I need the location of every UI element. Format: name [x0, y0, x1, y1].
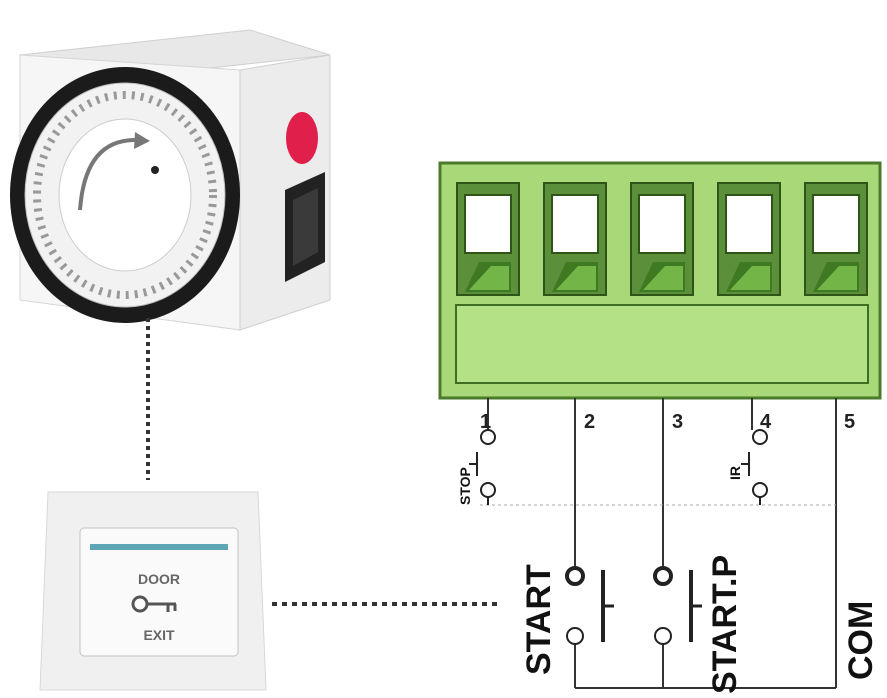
terminal-number-1: 1	[480, 411, 491, 433]
terminal-number-2: 2	[584, 411, 595, 433]
ir-label: IR	[727, 466, 743, 480]
terminal-slot-5	[804, 182, 868, 296]
stop-label: STOP	[457, 467, 473, 505]
ir-contact	[741, 429, 768, 505]
start-contact	[565, 566, 614, 645]
exit-button-device: DOOR EXIT	[39, 491, 267, 691]
start-p-contact	[653, 566, 702, 645]
exit-label: EXIT	[143, 627, 175, 643]
start-label: START	[520, 564, 558, 675]
terminal-number-5: 5	[844, 411, 855, 433]
terminal-slot-1	[456, 182, 520, 296]
terminal-slot-2	[543, 182, 607, 296]
key-icon	[131, 595, 177, 613]
plug-in-timer	[10, 29, 331, 331]
stop-contact	[469, 429, 496, 505]
com-label: COM	[842, 601, 880, 680]
start-p-label: START.P	[706, 555, 744, 694]
terminal-number-4: 4	[760, 411, 772, 433]
exit-button-face	[79, 527, 239, 657]
timer-red-button	[286, 112, 318, 164]
terminal-slot-4	[717, 182, 781, 296]
terminal-slot-3	[630, 182, 694, 296]
timer-dial-face	[58, 118, 192, 272]
wires	[487, 398, 837, 689]
terminal-block	[438, 161, 882, 400]
terminal-number-3: 3	[672, 411, 683, 433]
door-label: DOOR	[138, 571, 180, 587]
timer-arrow-icon	[78, 138, 136, 211]
